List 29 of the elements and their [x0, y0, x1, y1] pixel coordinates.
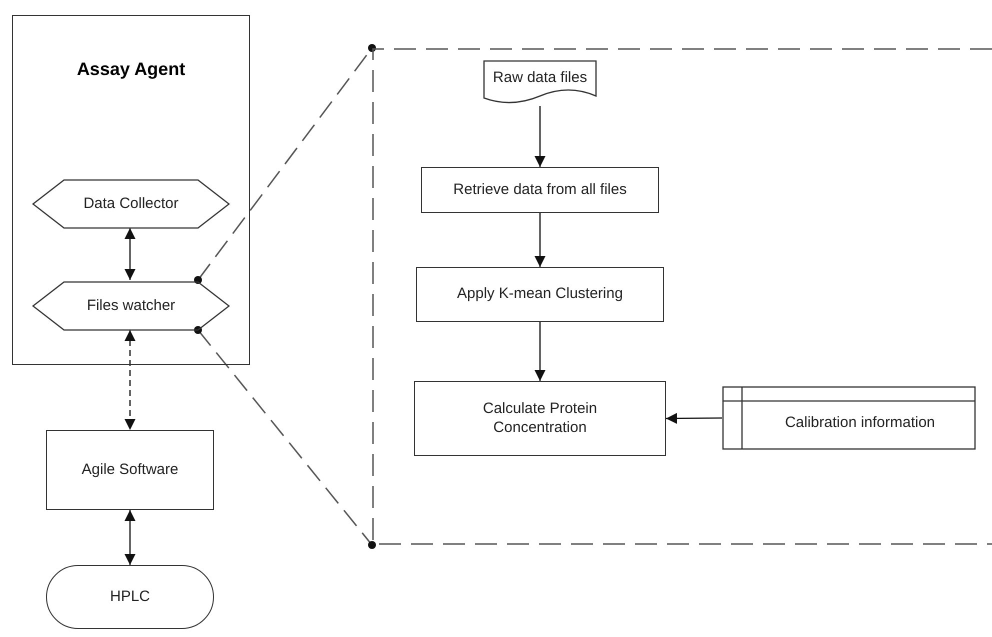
node-label: Retrieve data from all files — [452, 180, 628, 200]
process-box — [421, 167, 659, 213]
arrow — [534, 213, 546, 267]
node-label: Data Collector — [82, 194, 180, 214]
arrow — [124, 228, 136, 280]
container-title: Assay Agent — [76, 58, 186, 80]
node-label: Raw data files — [492, 68, 588, 88]
zoom-frame — [372, 48, 992, 545]
system-container — [12, 15, 250, 365]
zoom-line — [194, 326, 376, 549]
arrow — [124, 510, 136, 565]
document-shape — [483, 60, 597, 106]
zoom-line — [194, 44, 376, 284]
arrow — [666, 412, 722, 424]
node-label: Agile Software — [80, 460, 180, 480]
preparation-hexagon — [32, 179, 230, 229]
arrow — [124, 330, 136, 430]
node-label: HPLC — [108, 588, 151, 606]
node-label: Calculate Protein Concentration — [482, 400, 598, 438]
arrow — [534, 106, 546, 167]
node-label: Files watcher — [86, 296, 176, 316]
node-label: Apply K-mean Clustering — [456, 285, 624, 304]
process-box — [414, 381, 666, 456]
preparation-hexagon — [32, 281, 230, 331]
process-box — [46, 430, 214, 510]
node-label: Calibration information — [784, 414, 936, 432]
arrow — [534, 322, 546, 381]
process-box — [416, 267, 664, 322]
data-store-shape — [722, 386, 976, 450]
